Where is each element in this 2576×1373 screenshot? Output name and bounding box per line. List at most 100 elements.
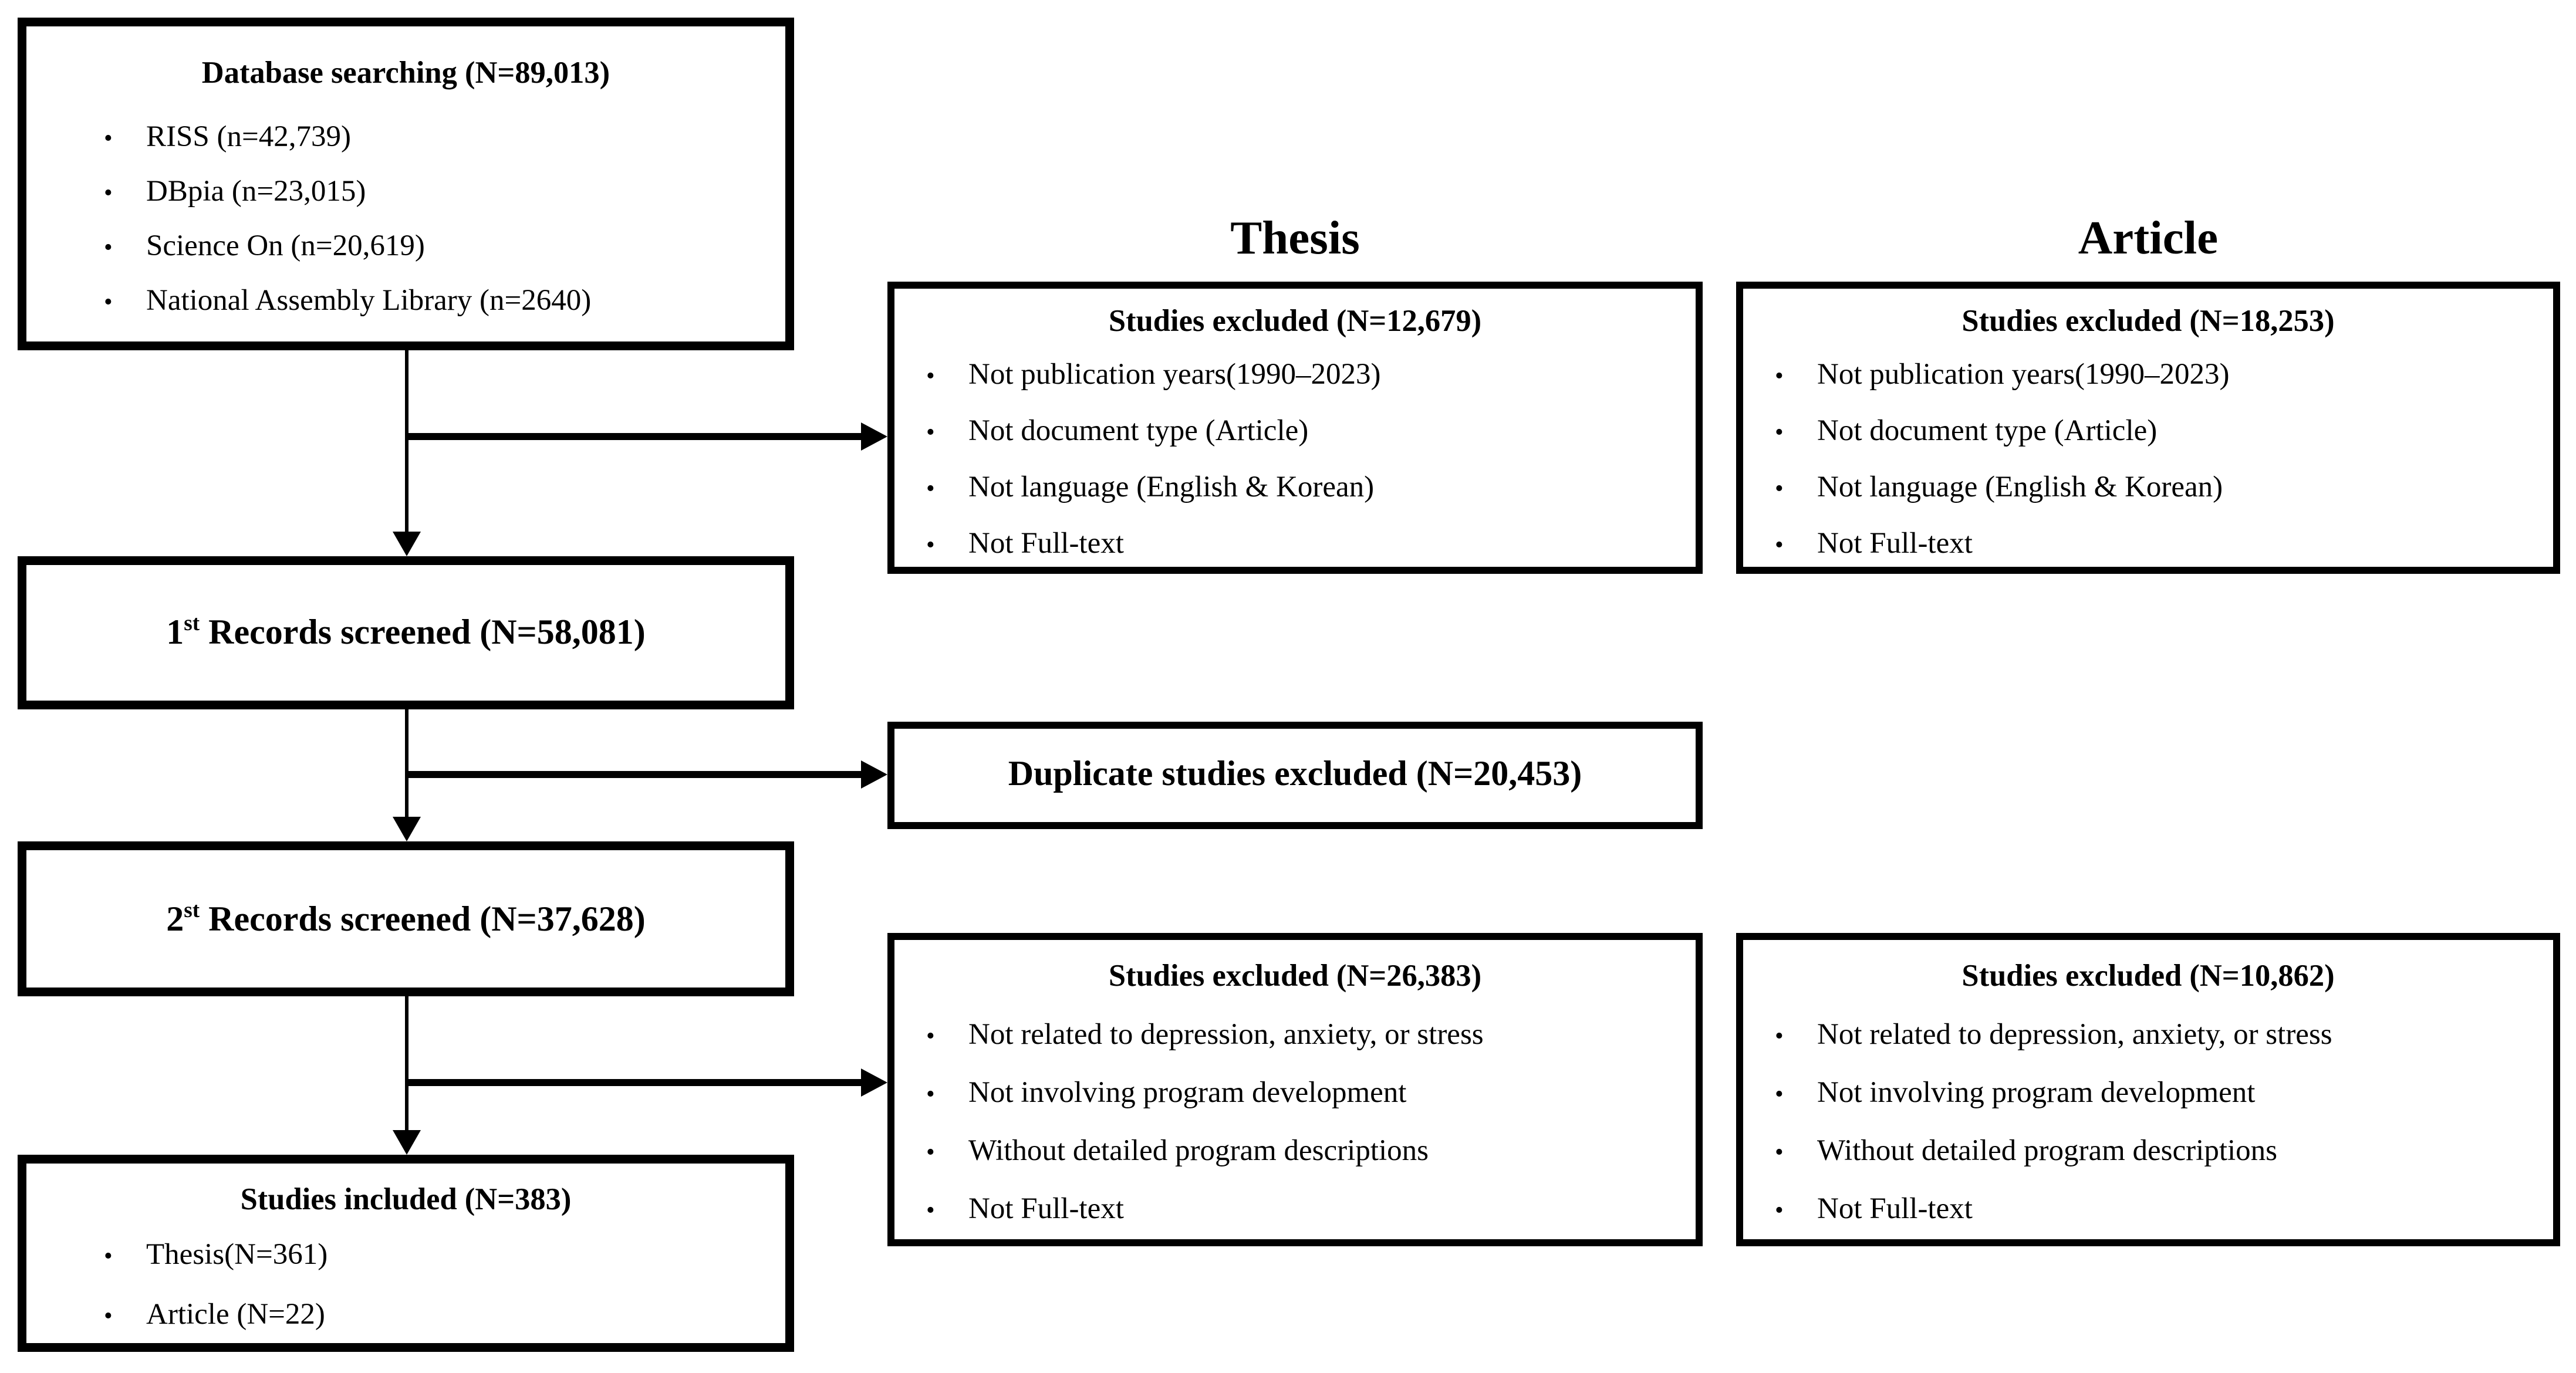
list-item: • Not involving program development [894,1065,1696,1123]
list-item: • Not language (English & Korean) [1743,461,2553,518]
list-item: • Not Full-text [1743,1181,2553,1239]
list-item: • Thesis(N=361) [26,1227,785,1287]
list-item-text: DBpia (n=23,015) [146,174,366,208]
list-item-text: Not Full-text [1817,526,1973,560]
second-records-screened-box: 2st Records screened (N=37,628) [18,841,794,996]
list-item-text: Not related to depression, anxiety, or s… [968,1017,1484,1051]
excluded-stage2-article-box: Studies excluded (N=10,862) • Not relate… [1736,933,2560,1246]
studies-included-box: Studies included (N=383) • Thesis(N=361)… [18,1155,794,1352]
list-item-text: Without detailed program descriptions [1817,1134,2278,1167]
list-item: • Not language (English & Korean) [894,461,1696,518]
excluded-stage2-thesis-title: Studies excluded (N=26,383) [1108,958,1482,993]
list-item: • Article (N=22) [26,1287,785,1347]
list-item-text: Not publication years(1990–2023) [1817,357,2230,391]
list-item-text: National Assembly Library (n=2640) [146,283,592,317]
studies-included-list: • Thesis(N=361) • Article (N=22) [26,1227,785,1347]
ordinal-suffix: st [184,897,200,922]
list-item-text: Not language (English & Korean) [968,470,1375,503]
duplicate-excluded-box: Duplicate studies excluded (N=20,453) [887,722,1703,829]
studies-included-title: Studies included (N=383) [240,1181,572,1216]
excluded-stage1-thesis-box: Studies excluded (N=12,679) • Not public… [887,282,1703,574]
list-item: • Not document type (Article) [1743,405,2553,461]
bullet-icon: • [926,477,935,503]
list-item-text: Science On (n=20,619) [146,229,425,262]
list-item-text: Not document type (Article) [968,414,1309,447]
bullet-icon: • [1775,1141,1784,1167]
excluded-stage1-thesis-list: • Not publication years(1990–2023) • Not… [894,349,1696,574]
bullet-icon: • [926,1024,935,1051]
list-item: • Not involving program development [1743,1065,2553,1123]
bullet-icon: • [104,127,113,153]
bullet-icon: • [104,1304,113,1331]
arrowhead-down-2 [393,817,421,841]
connector-branch-1 [407,433,861,440]
ordinal-suffix: st [184,611,200,636]
arrowhead-down-1 [393,532,421,556]
connector-vertical-3 [405,996,408,1130]
list-item: • Not Full-text [894,518,1696,574]
list-item-text: RISS (n=42,739) [146,120,351,153]
list-item: • Not publication years(1990–2023) [1743,349,2553,405]
bullet-icon: • [1775,421,1784,447]
bullet-icon: • [926,421,935,447]
list-item-text: Not involving program development [968,1076,1407,1109]
bullet-icon: • [104,236,113,262]
list-item-text: Not publication years(1990–2023) [968,357,1381,391]
excluded-stage1-article-list: • Not publication years(1990–2023) • Not… [1743,349,2553,574]
bullet-icon: • [1775,1083,1784,1109]
list-item-text: Not document type (Article) [1817,414,2158,447]
database-searching-box: Database searching (N=89,013) • RISS (n=… [18,18,794,350]
list-item-text: Not related to depression, anxiety, or s… [1817,1017,2332,1051]
list-item-text: Not language (English & Korean) [1817,470,2223,503]
list-item-text: Not involving program development [1817,1076,2256,1109]
list-item: • Without detailed program descriptions [894,1123,1696,1181]
second-records-screened-text: 2st Records screened (N=37,628) [166,897,645,941]
bullet-icon: • [104,290,113,317]
connector-vertical-1 [405,350,408,532]
bullet-icon: • [1775,364,1784,391]
list-item: • Not Full-text [1743,518,2553,574]
list-item-text: Without detailed program descriptions [968,1134,1429,1167]
database-searching-list: • RISS (n=42,739) • DBpia (n=23,015) • S… [26,111,785,329]
bullet-icon: • [926,1141,935,1167]
list-item: • RISS (n=42,739) [26,111,785,165]
connector-vertical-2 [405,709,408,817]
list-item: • DBpia (n=23,015) [26,165,785,220]
arrowhead-right-3 [861,1068,887,1097]
screen1-label: Records screened (N=58,081) [200,614,646,653]
list-item: • Not related to depression, anxiety, or… [1743,1007,2553,1065]
bullet-icon: • [926,1083,935,1109]
arrowhead-down-3 [393,1130,421,1155]
list-item: • Not document type (Article) [894,405,1696,461]
list-item: • Not publication years(1990–2023) [894,349,1696,405]
list-item: • National Assembly Library (n=2640) [26,275,785,329]
database-searching-title: Database searching (N=89,013) [201,55,610,90]
bullet-icon: • [1775,1024,1784,1051]
bullet-icon: • [1775,533,1784,560]
list-item: • Without detailed program descriptions [1743,1123,2553,1181]
bullet-icon: • [926,533,935,560]
excluded-stage2-thesis-box: Studies excluded (N=26,383) • Not relate… [887,933,1703,1246]
connector-branch-3 [407,1079,861,1086]
ordinal-number: 2 [166,899,184,939]
screen2-label: Records screened (N=37,628) [200,899,646,939]
column-header-article: Article [2078,211,2219,264]
connector-branch-2 [407,771,861,778]
column-header-thesis: Thesis [1230,211,1360,264]
excluded-stage1-article-box: Studies excluded (N=18,253) • Not public… [1736,282,2560,574]
ordinal-number: 1 [166,614,184,653]
bullet-icon: • [1775,477,1784,503]
list-item: • Not related to depression, anxiety, or… [894,1007,1696,1065]
list-item-text: Not Full-text [968,1192,1124,1225]
bullet-icon: • [926,1199,935,1225]
list-item: • Science On (n=20,619) [26,220,785,275]
first-records-screened-box: 1st Records screened (N=58,081) [18,556,794,709]
excluded-stage1-article-title: Studies excluded (N=18,253) [1961,303,2335,338]
bullet-icon: • [1775,1199,1784,1225]
excluded-stage2-article-title: Studies excluded (N=10,862) [1961,958,2335,993]
list-item-text: Not Full-text [1817,1192,1973,1225]
duplicate-excluded-text: Duplicate studies excluded (N=20,453) [1008,755,1582,794]
list-item: • Not Full-text [894,1181,1696,1239]
